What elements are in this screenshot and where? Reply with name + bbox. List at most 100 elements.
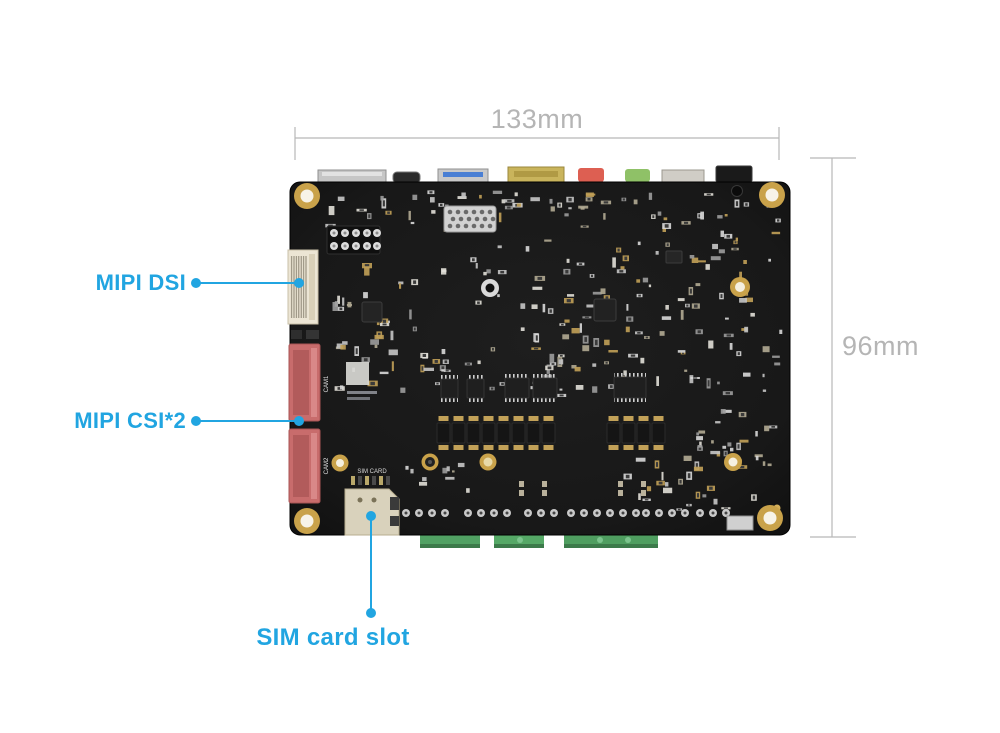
smd-component <box>640 357 645 364</box>
smd-component <box>710 450 721 455</box>
smd-component <box>657 211 662 216</box>
pad-hole <box>595 511 599 515</box>
pad-hole <box>539 511 543 515</box>
inner-hole <box>479 453 497 471</box>
chip-pad <box>498 445 509 450</box>
smd-body <box>637 332 641 334</box>
cam2-silkscreen: CAM2 <box>324 457 330 474</box>
pad-hole <box>621 511 625 515</box>
smd-component <box>684 369 688 372</box>
smd-body <box>359 209 364 211</box>
smd-component <box>419 481 428 486</box>
smd-body <box>694 304 698 308</box>
smd-component <box>680 310 684 320</box>
driver-chip <box>621 422 636 444</box>
label-sticker <box>346 362 369 385</box>
smd-body <box>644 499 649 501</box>
smd-component <box>582 345 590 352</box>
smd-component <box>612 257 616 268</box>
smd-component <box>549 198 553 204</box>
mipi-dsi-callout-label: MIPI DSI <box>95 270 186 295</box>
chip-pad <box>468 445 479 450</box>
mipi-dsi-connector <box>287 249 319 325</box>
smd-body <box>547 366 552 370</box>
smd-body <box>582 225 587 228</box>
mipi-csi-connector-cam1: CAM1 <box>288 343 330 422</box>
dual-row-header <box>326 225 381 255</box>
smd-body <box>558 203 561 207</box>
inner-hole <box>331 454 349 472</box>
pad <box>618 481 623 487</box>
smd-body <box>534 347 539 350</box>
smd-body <box>568 197 572 202</box>
smd-component <box>683 455 692 461</box>
smd-body <box>605 296 609 300</box>
smd-part <box>306 330 319 339</box>
smd-body <box>777 219 780 222</box>
smd-component <box>715 421 721 424</box>
smd-component <box>423 367 434 371</box>
smd-body <box>429 191 433 194</box>
smd-body <box>421 366 424 371</box>
chip-pad <box>513 416 524 421</box>
smd-component <box>342 297 345 306</box>
serial-text-mark <box>347 397 370 400</box>
driver-chip <box>541 422 556 444</box>
driver-chip <box>606 422 621 444</box>
driver-chip <box>636 422 651 444</box>
smd-component <box>486 269 491 274</box>
soic-chip <box>532 377 558 399</box>
smd-component <box>633 199 638 205</box>
smd-component <box>661 471 664 481</box>
hdmi-port-highlight <box>322 172 382 176</box>
smd-body <box>687 504 691 506</box>
via-hole <box>490 216 496 222</box>
smd-component <box>635 457 646 462</box>
terminal-block-shadow <box>564 544 658 548</box>
smd-component <box>410 468 414 474</box>
smd-component <box>446 466 450 472</box>
smd-component <box>579 323 582 333</box>
smd-component <box>431 210 436 214</box>
chip-pad <box>468 416 479 421</box>
smd-component <box>739 439 749 443</box>
smd-body <box>584 337 587 342</box>
usb3-blue-tongue <box>443 172 483 177</box>
mipi-dsi-leader <box>191 278 304 288</box>
via-hole <box>482 216 488 222</box>
smd-body <box>664 224 669 228</box>
chip-pad <box>608 416 619 421</box>
smd-body <box>603 201 609 204</box>
pad-hole <box>634 511 638 515</box>
smd-body <box>686 304 689 307</box>
pad-hole <box>683 511 687 515</box>
smd-component <box>744 326 749 333</box>
smd-body <box>501 382 504 385</box>
smd-component <box>525 246 530 252</box>
smd-component <box>398 281 404 285</box>
smd-component <box>755 455 759 461</box>
smd-component <box>623 370 627 376</box>
smd-component <box>370 339 379 345</box>
smd-body <box>382 319 387 324</box>
smd-component <box>725 317 729 320</box>
inner-hole <box>481 279 499 297</box>
via-hole <box>447 223 453 229</box>
smd-component <box>620 266 625 270</box>
smd-component <box>662 226 666 232</box>
smd-component <box>337 295 340 304</box>
smd-component <box>739 271 742 281</box>
smd-body <box>771 426 775 428</box>
smd-component <box>497 294 500 298</box>
via-hole <box>455 223 461 229</box>
smd-body <box>724 451 727 456</box>
qfn-chips <box>361 250 683 323</box>
smd-component <box>574 366 581 372</box>
smd-body <box>436 382 439 385</box>
smd-body <box>537 276 543 280</box>
smd-component <box>562 334 570 340</box>
terminal-block-shadow <box>420 544 480 548</box>
via-hole <box>458 216 464 222</box>
chip-pad <box>623 416 634 421</box>
smd-body <box>735 201 739 207</box>
